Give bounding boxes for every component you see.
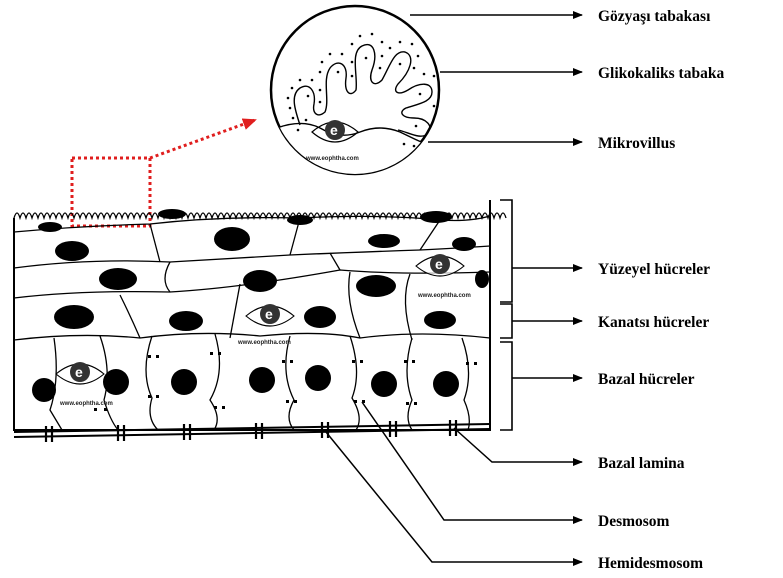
leader-desmosom — [362, 402, 582, 520]
svg-text:www.eophtha.com: www.eophtha.com — [237, 340, 291, 346]
label-gozyasi-tabakasi: Gözyaşı tabakası — [598, 8, 711, 25]
svg-text:e: e — [330, 122, 338, 138]
magnified-surface-circle: e www.eophtha.com — [271, 6, 441, 180]
watermark-logo: e www.eophtha.com — [237, 304, 294, 346]
label-bazal-hucreler: Bazal hücreler — [598, 371, 695, 388]
label-hemidesmosom: Hemidesmosom — [598, 555, 703, 572]
svg-text:e: e — [265, 306, 273, 322]
svg-text:e: e — [75, 364, 83, 380]
svg-text:www.eophtha.com: www.eophtha.com — [417, 293, 471, 299]
layer-brackets — [500, 200, 512, 430]
label-kanatsi-hucreler: Kanatsı hücreler — [598, 314, 709, 331]
label-mikrovillus: Mikrovillus — [598, 135, 675, 152]
leader-hemidesmosom — [326, 432, 582, 562]
svg-text:e: e — [435, 256, 443, 272]
label-yuzeyel-hucreler: Yüzeyel hücreler — [598, 261, 710, 278]
leader-bazal-lamina — [454, 428, 582, 462]
watermark-logo: e www.eophtha.com — [416, 254, 471, 299]
label-bazal-lamina: Bazal lamina — [598, 455, 685, 472]
label-glikokaliks-tabaka: Glikokaliks tabaka — [598, 65, 724, 82]
svg-text:www.eophtha.com: www.eophtha.com — [59, 401, 113, 407]
label-desmosom: Desmosom — [598, 513, 670, 530]
svg-text:www.eophtha.com: www.eophtha.com — [305, 156, 359, 162]
